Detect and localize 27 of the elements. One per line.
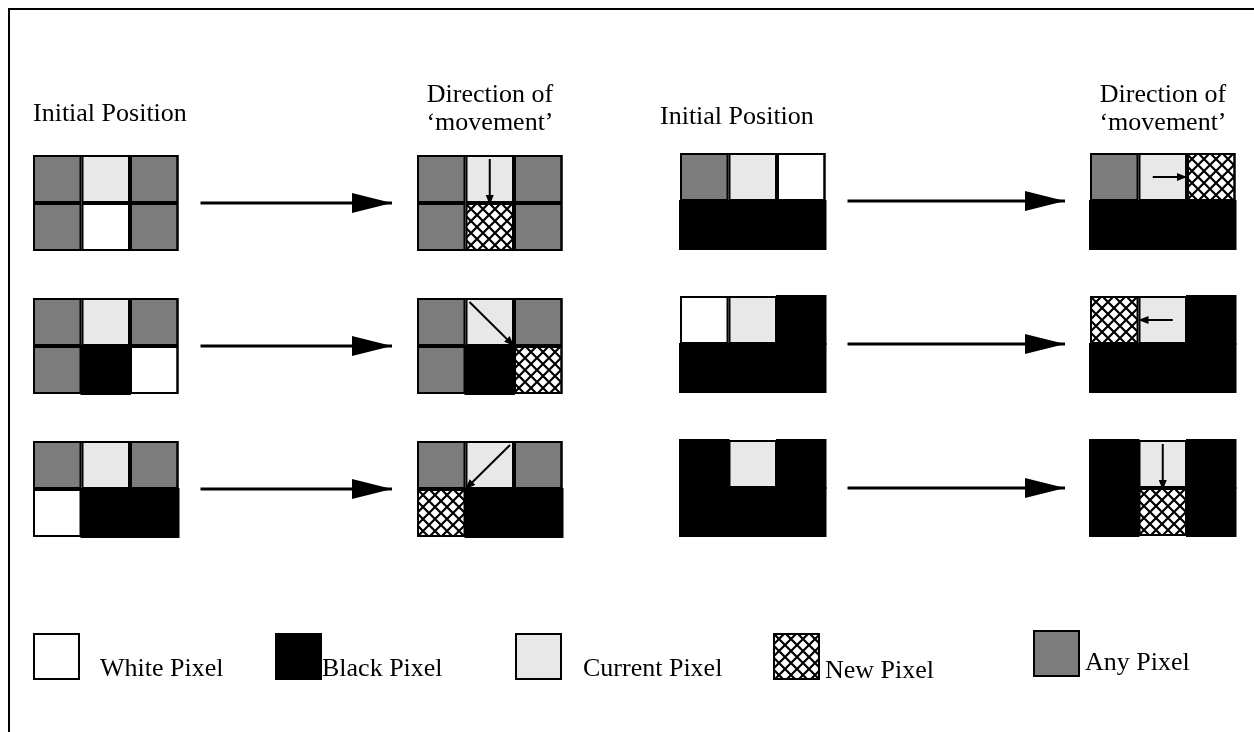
pixel-grid-drawing: [680, 153, 826, 249]
result-pixel-grid-drawing: [1090, 153, 1236, 249]
result-pixel-grid-drawing: [417, 298, 563, 394]
legend-label: Black Pixel: [322, 654, 443, 682]
arrow: [200, 193, 392, 213]
arrow: [847, 191, 1065, 211]
column-heading: Initial Position: [660, 102, 815, 130]
result-pixel-grid-drawing: [1090, 296, 1236, 392]
arrow: [847, 334, 1065, 354]
legend-label: New Pixel: [825, 656, 935, 684]
result-pixel-grid-drawing: [417, 441, 563, 537]
pixel-grid-drawing: [33, 155, 179, 251]
arrow: [200, 336, 392, 356]
arrow: [200, 479, 392, 499]
result-pixel-grid-drawing: [1090, 440, 1236, 536]
pixel-grid-drawing: [33, 441, 179, 537]
pixel-grid-drawing: [33, 298, 179, 394]
result-pixel-grid-drawing: [417, 155, 563, 251]
pixel-grid-drawing: [680, 440, 826, 536]
column-heading: Direction of ‘movement’: [425, 80, 555, 136]
column-heading: Initial Position: [33, 99, 188, 127]
legend-label: White Pixel: [100, 654, 224, 682]
legend-label: Current Pixel: [583, 654, 723, 682]
pixel-grid-drawing: [680, 296, 826, 392]
arrow: [847, 478, 1065, 498]
column-heading: Direction of ‘movement’: [1098, 80, 1228, 136]
legend-label: Any Pixel: [1085, 648, 1190, 676]
